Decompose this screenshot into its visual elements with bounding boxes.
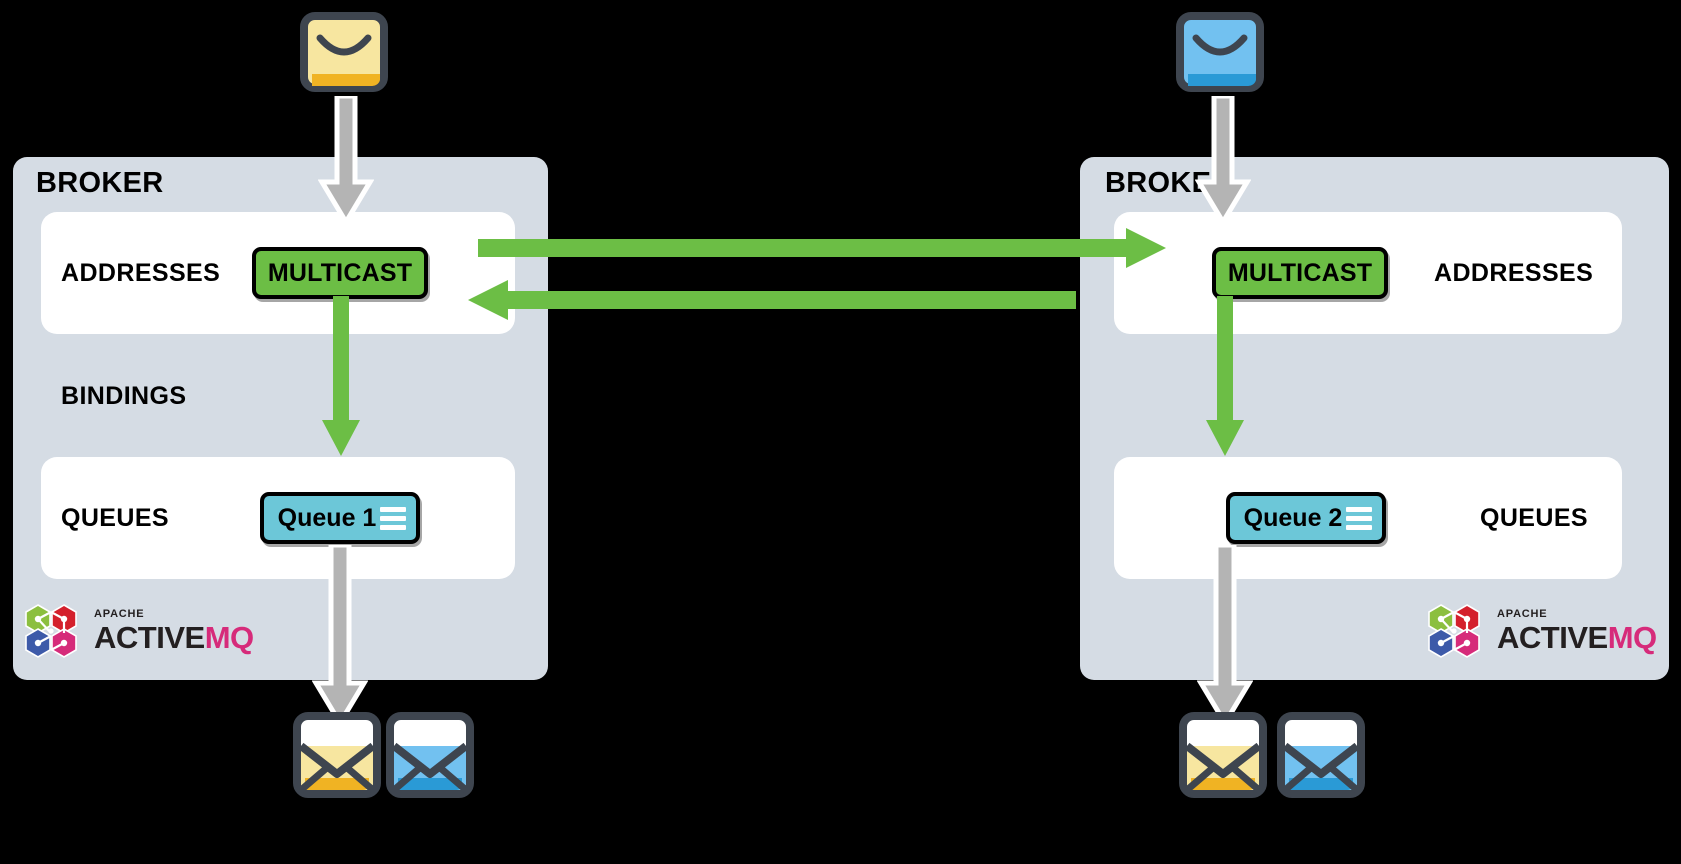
activemq-logo-right: APACHE ACTIVEMQ — [1425, 603, 1657, 659]
activemq-logo-left: APACHE ACTIVEMQ — [22, 603, 254, 659]
addresses-label-right: ADDRESSES — [1434, 259, 1594, 287]
multicast-chip-right[interactable]: MULTICAST — [1212, 247, 1388, 299]
activemq-hexagons-icon — [1428, 604, 1480, 658]
activemq-name-right: ACTIVEMQ — [1497, 620, 1657, 655]
queues-label-left: QUEUES — [61, 504, 169, 532]
envelope-closed-blue-right — [1176, 12, 1264, 92]
consumer-arrow-left — [312, 545, 368, 727]
activemq-wordmark-right: APACHE ACTIVEMQ — [1497, 608, 1657, 655]
activemq-apache-text-right: APACHE — [1497, 608, 1548, 620]
binding-arrow-left — [322, 296, 360, 456]
queue-chip-right[interactable]: Queue 2 — [1226, 492, 1386, 544]
envelope-open-yellow-right — [1179, 712, 1267, 798]
activemq-apache-text-left: APACHE — [94, 608, 145, 620]
producer-arrow-right — [1195, 96, 1251, 226]
broker-title-left: BROKER — [36, 167, 164, 199]
queues-label-right: QUEUES — [1480, 504, 1588, 532]
envelope-open-yellow-left — [293, 712, 381, 798]
bindings-label-left: BINDINGS — [61, 382, 187, 410]
activemq-wordmark-left: APACHE ACTIVEMQ — [94, 608, 254, 655]
activemq-hexagons-icon — [25, 604, 77, 658]
envelope-open-blue-right — [1277, 712, 1365, 798]
envelope-open-blue-left — [386, 712, 474, 798]
bridge-arrow-left-to-right — [478, 228, 1166, 268]
queue-list-icon-right — [1346, 506, 1373, 530]
binding-arrow-right — [1206, 296, 1244, 456]
consumer-arrow-right — [1197, 545, 1253, 727]
activemq-name-left: ACTIVEMQ — [94, 620, 254, 655]
queue-chip-label-left: Queue 1 — [277, 503, 377, 532]
producer-arrow-left — [318, 96, 374, 226]
multicast-chip-left[interactable]: MULTICAST — [252, 247, 428, 299]
queue-chip-label-right: Queue 2 — [1243, 503, 1343, 532]
queue-chip-left[interactable]: Queue 1 — [260, 492, 420, 544]
bridge-arrow-right-to-left — [468, 280, 1076, 320]
queue-list-icon-left — [380, 506, 407, 530]
envelope-closed-yellow-left — [300, 12, 388, 92]
addresses-label-left: ADDRESSES — [61, 259, 221, 287]
